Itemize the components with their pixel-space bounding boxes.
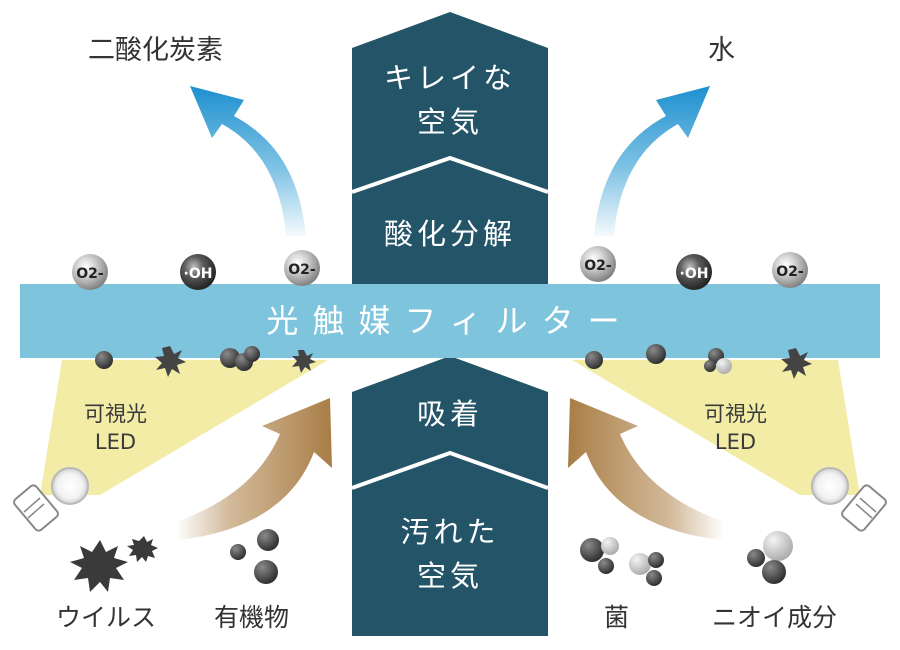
adsorbed-particles: [95, 344, 812, 379]
column-divider-bottom: [351, 450, 549, 490]
molecule-oh-2: ·OH: [676, 254, 712, 290]
molecule-o2-4-label: O2-: [776, 264, 804, 280]
molecule-o2-1: O2-: [72, 254, 108, 290]
label-dirty-air-line1: 汚れた: [400, 515, 500, 549]
molecule-o2-1-label: O2-: [76, 266, 104, 282]
label-virus: ウイルス: [56, 603, 157, 632]
label-led-left-line1: 可視光: [84, 402, 147, 426]
label-led-right: 可視光 LED: [704, 400, 767, 456]
arrow-co2: [190, 86, 306, 236]
molecule-o2-4: O2-: [772, 252, 808, 288]
column-divider-top: [351, 155, 549, 194]
label-dirty-air: 汚れた 空気: [352, 510, 548, 598]
label-co2: 二酸化炭素: [88, 35, 223, 66]
light-beam-left: [40, 360, 328, 495]
arrow-water: [594, 86, 710, 236]
label-decomposition: 酸化分解: [352, 212, 548, 256]
led-lamp-right: [811, 467, 887, 532]
light-beam-right: [572, 360, 860, 495]
molecule-o2-2-label: O2-: [288, 262, 316, 278]
molecule-o2-2: O2-: [284, 250, 320, 286]
molecule-o2-3-label: O2-: [584, 258, 612, 274]
organic-icons: [230, 529, 279, 584]
label-water: 水: [708, 35, 735, 66]
label-led-left: 可視光 LED: [84, 400, 147, 456]
label-led-left-line2: LED: [94, 430, 137, 454]
molecule-oh-2-label: ·OH: [680, 266, 709, 282]
column-top: [352, 12, 548, 284]
label-led-right-line2: LED: [714, 430, 757, 454]
label-clean-air-line1: キレイな: [383, 61, 516, 95]
arrow-dirty-right: [568, 398, 724, 540]
photocatalyst-filter: [20, 284, 880, 358]
bacteria-icons: [580, 537, 664, 586]
odor-icons: [747, 531, 793, 584]
label-clean-air-line2: 空気: [416, 105, 483, 139]
label-filter: 光触媒フィルター: [266, 302, 634, 340]
label-decomposition-text: 酸化分解: [383, 217, 516, 251]
column-bottom: [352, 356, 548, 636]
molecule-oh-1: ·OH: [180, 254, 216, 290]
label-clean-air: キレイな 空気: [352, 56, 548, 144]
virus-icons: [70, 536, 158, 592]
label-dirty-air-line2: 空気: [416, 559, 483, 593]
label-adsorption: 吸着: [352, 392, 548, 436]
label-bacteria: 菌: [604, 603, 630, 632]
label-odor: ニオイ成分: [712, 603, 838, 632]
label-led-right-line1: 可視光: [704, 402, 767, 426]
led-lamp-left: [13, 467, 89, 532]
label-adsorption-text: 吸着: [416, 397, 483, 431]
molecule-o2-3: O2-: [580, 246, 616, 282]
arrow-dirty-left: [176, 398, 332, 540]
molecule-oh-1-label: ·OH: [184, 266, 213, 282]
label-organic: 有機物: [214, 603, 290, 632]
